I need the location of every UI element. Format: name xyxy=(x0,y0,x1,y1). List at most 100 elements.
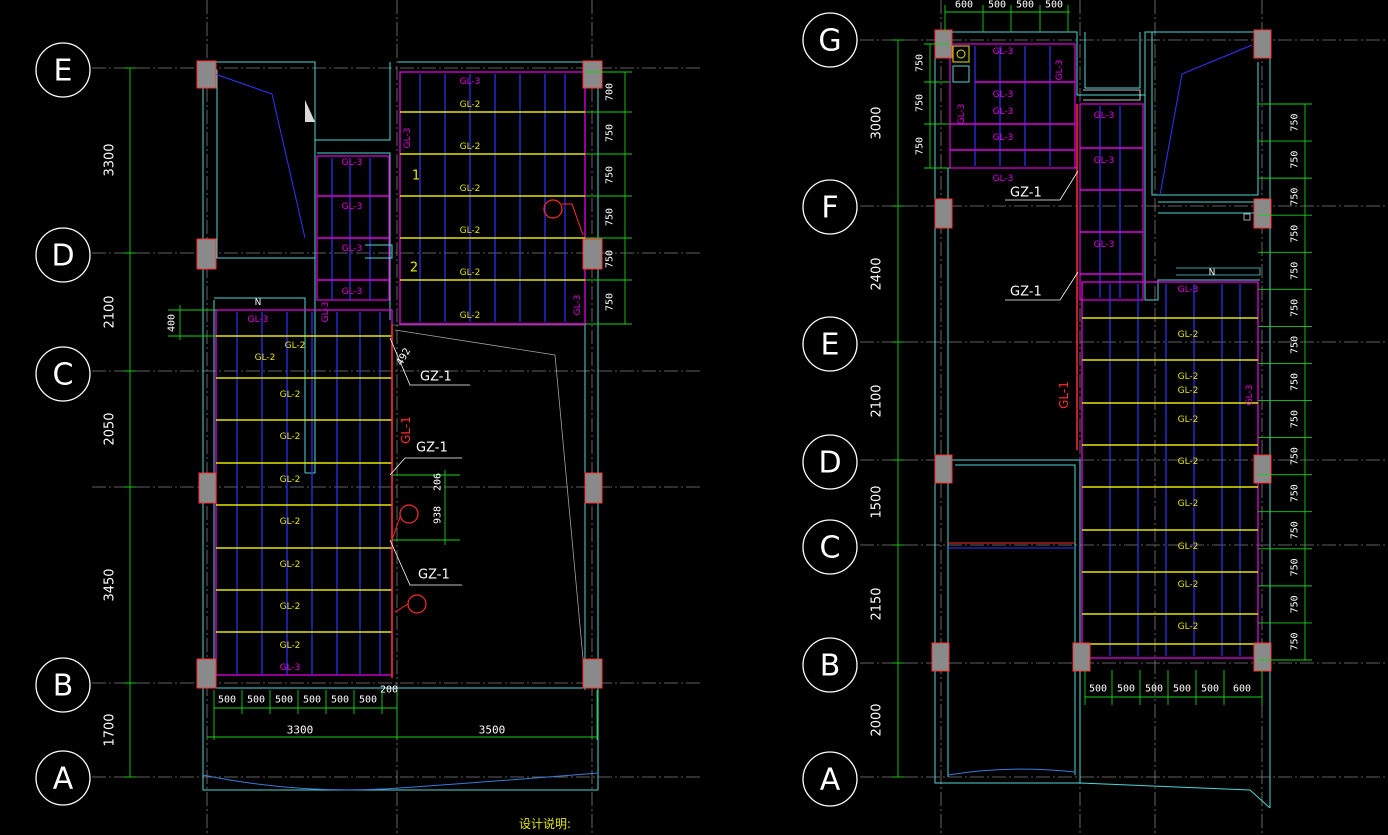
right-dim-label: 750 xyxy=(1290,632,1301,650)
left-plan: E D C B A 3300 2100 2050 3450 1700 xyxy=(35,0,700,835)
svg-text:600: 600 xyxy=(1233,684,1251,695)
svg-text:500: 500 xyxy=(218,695,236,706)
svg-text:750: 750 xyxy=(915,137,926,155)
svg-text:E: E xyxy=(54,54,73,89)
svg-text:GL-3: GL-3 xyxy=(1245,385,1255,406)
svg-text:GL-3: GL-3 xyxy=(993,174,1014,184)
svg-text:C: C xyxy=(53,358,74,393)
svg-text:GZ-1: GZ-1 xyxy=(1010,186,1042,201)
svg-text:GZ-1: GZ-1 xyxy=(418,568,450,583)
axis-bubble-B2[interactable]: B xyxy=(802,637,858,693)
svg-text:500: 500 xyxy=(1045,0,1063,11)
axis-bubble-E2[interactable]: E xyxy=(802,316,858,372)
svg-text:GL-2: GL-2 xyxy=(255,353,276,363)
svg-text:N: N xyxy=(255,298,262,308)
right-dim-label: 750 xyxy=(1290,447,1301,465)
svg-text:750: 750 xyxy=(605,250,616,268)
left-upper-stair xyxy=(399,71,586,325)
svg-text:500: 500 xyxy=(359,695,377,706)
svg-text:1: 1 xyxy=(412,169,420,184)
axis-bubble-F[interactable]: F xyxy=(802,179,858,235)
svg-text:700: 700 xyxy=(605,83,616,101)
svg-text:GL-3: GL-3 xyxy=(342,158,363,168)
right-bottom-dimensions: 500 500 500 500 500 600 xyxy=(947,670,1263,776)
design-note-heading: 设计说明: xyxy=(519,816,571,831)
svg-text:GL-2: GL-2 xyxy=(1178,386,1199,396)
svg-text:500: 500 xyxy=(247,695,265,706)
axis-bubble-E[interactable]: E xyxy=(35,42,91,98)
svg-text:GL-3: GL-3 xyxy=(1055,60,1065,81)
svg-text:E: E xyxy=(821,328,840,363)
left-gz-callouts: GZ-1 GZ-1 GZ-1 492 206 938 xyxy=(389,337,470,586)
svg-text:3300: 3300 xyxy=(103,143,118,176)
svg-text:500: 500 xyxy=(1089,684,1107,695)
axis-bubble-B[interactable]: B xyxy=(35,657,91,713)
svg-text:500: 500 xyxy=(1201,684,1219,695)
right-dim-label: 750 xyxy=(1290,595,1301,613)
svg-text:GL-3: GL-3 xyxy=(993,133,1014,143)
svg-text:GL-3: GL-3 xyxy=(1178,285,1199,295)
svg-text:2100: 2100 xyxy=(103,295,118,328)
left-right-dimensions: 700 750 750 750 750 750 400 xyxy=(167,71,632,340)
axis-bubble-A[interactable]: A xyxy=(35,750,91,806)
axis-bubble-D2[interactable]: D xyxy=(802,434,858,490)
svg-text:GL-3: GL-3 xyxy=(1094,111,1115,121)
axis-bubble-A2[interactable]: A xyxy=(802,751,858,807)
axis-bubble-D[interactable]: D xyxy=(35,227,91,283)
right-misc-lines xyxy=(1159,44,1253,221)
svg-text:GL-2: GL-2 xyxy=(1178,542,1199,552)
svg-text:GL-3: GL-3 xyxy=(342,202,363,212)
right-mid-stair xyxy=(1076,103,1144,450)
right-dim-label: 750 xyxy=(1290,484,1301,502)
svg-text:1700: 1700 xyxy=(103,713,118,746)
svg-text:G: G xyxy=(818,24,841,59)
svg-text:750: 750 xyxy=(605,166,616,184)
svg-text:500: 500 xyxy=(275,695,293,706)
svg-text:GL-2: GL-2 xyxy=(460,311,481,321)
right-dim-label: 750 xyxy=(1290,521,1301,539)
right-dim-label: 750 xyxy=(1290,225,1301,243)
svg-text:3500: 3500 xyxy=(479,724,506,737)
svg-text:GL-2: GL-2 xyxy=(285,341,306,351)
left-axis-bubbles: E D C B A xyxy=(35,42,91,806)
left-lower-stair xyxy=(215,309,393,678)
svg-text:GL-2: GL-2 xyxy=(1178,457,1199,467)
svg-text:GL-2: GL-2 xyxy=(280,602,301,612)
svg-text:750: 750 xyxy=(915,94,926,112)
svg-text:GL-3: GL-3 xyxy=(1094,240,1115,250)
svg-text:GL-3: GL-3 xyxy=(957,104,967,125)
left-axis-dimensions: 3300 2100 2050 3450 1700 xyxy=(103,67,136,778)
right-dim-label: 750 xyxy=(1290,410,1301,428)
svg-text:GL-1: GL-1 xyxy=(1057,381,1071,409)
svg-text:A: A xyxy=(53,762,74,797)
axis-bubble-C2[interactable]: C xyxy=(802,519,858,575)
right-dim-label: 750 xyxy=(1290,262,1301,280)
left-middle-stair xyxy=(316,155,393,301)
svg-text:200: 200 xyxy=(380,685,398,696)
svg-text:B: B xyxy=(820,649,841,684)
svg-text:400: 400 xyxy=(167,314,178,332)
svg-text:GL-2: GL-2 xyxy=(460,226,481,236)
svg-text:2400: 2400 xyxy=(870,257,885,290)
svg-text:GL-3: GL-3 xyxy=(993,47,1014,57)
svg-text:GL-2: GL-2 xyxy=(460,268,481,278)
svg-text:GL-2: GL-2 xyxy=(460,142,481,152)
left-bottom-dimensions: 500 500 500 500 500 500 200 3300 3500 xyxy=(202,685,599,791)
right-top-dimensions: 600 500 500 500 xyxy=(944,0,1070,32)
svg-text:500: 500 xyxy=(1173,684,1191,695)
svg-text:GL-2: GL-2 xyxy=(280,390,301,400)
svg-text:GL-2: GL-2 xyxy=(1178,372,1199,382)
svg-text:3000: 3000 xyxy=(870,106,885,139)
svg-text:GL-3: GL-3 xyxy=(460,77,481,87)
svg-text:A: A xyxy=(820,763,841,798)
axis-bubble-C[interactable]: C xyxy=(35,346,91,402)
svg-text:3450: 3450 xyxy=(103,568,118,601)
svg-text:GL-2: GL-2 xyxy=(1178,415,1199,425)
svg-text:GL-3: GL-3 xyxy=(321,302,331,323)
svg-text:938: 938 xyxy=(433,506,444,524)
svg-text:N: N xyxy=(1209,268,1216,278)
svg-text:GL-3: GL-3 xyxy=(993,90,1014,100)
axis-bubble-G[interactable]: G xyxy=(802,12,858,68)
svg-text:GL-3: GL-3 xyxy=(993,107,1014,117)
